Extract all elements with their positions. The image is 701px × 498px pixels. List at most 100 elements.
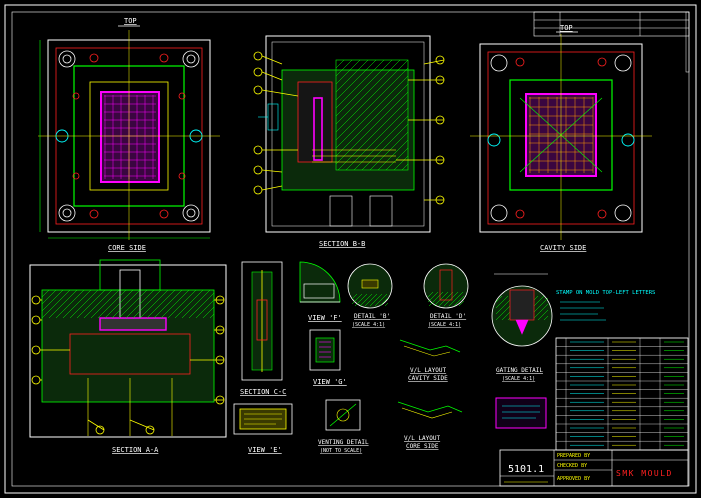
item-balloon <box>253 185 263 195</box>
hatch-line <box>83 289 113 319</box>
hatch-line <box>427 291 439 303</box>
hatch-line <box>353 115 409 171</box>
detail-d-label: DETAIL 'D' <box>430 313 466 320</box>
cavity-side-view: TOP CAVITY SIDE <box>470 24 652 252</box>
venting-detail: VENTING DETAIL (NOT TO SCALE) <box>318 399 369 454</box>
hatch-line <box>41 289 57 305</box>
leader-line <box>261 185 283 191</box>
hatch-line <box>351 293 363 305</box>
drawing-frame <box>4 4 697 494</box>
hatch-line <box>453 295 465 307</box>
view-e: VIEW 'E' <box>233 403 293 454</box>
vl-core-label: V/L LAYOUT <box>404 435 441 442</box>
revision-table <box>533 11 690 73</box>
title-block: PREPARED BY CHECKED BY APPROVED BY 5101.… <box>499 449 689 487</box>
stamp-box <box>495 397 547 429</box>
vl-layout-core: V/L LAYOUT CORE SIDE <box>397 401 463 450</box>
leader-line <box>261 71 283 81</box>
hatch-line <box>443 291 459 307</box>
core-side-view: TOP CORE SIDE <box>38 17 220 252</box>
hatch-line <box>374 293 388 307</box>
hatch-line <box>62 289 92 319</box>
hatch-line <box>369 131 409 171</box>
hatch-line <box>139 289 169 319</box>
hatch-line <box>174 289 204 319</box>
hatch-line <box>448 291 464 307</box>
drawing-number: 5101.1 <box>508 464 544 475</box>
hatch-line <box>202 306 215 319</box>
hatch-line <box>167 289 197 319</box>
hatch-line <box>188 292 215 319</box>
hatch-line <box>345 107 409 171</box>
section-cc-label: SECTION C-C <box>240 388 286 396</box>
hatch-line <box>384 302 389 307</box>
section-bb-view: SECTION B-B <box>253 35 445 248</box>
hatch-line <box>335 59 401 125</box>
hatch-line <box>351 293 358 300</box>
approved-by: APPROVED BY <box>557 476 590 482</box>
hatch-line <box>495 295 503 303</box>
detail-b-scale: (SCALE 4:1) <box>352 322 385 328</box>
view-e-label: VIEW 'E' <box>248 446 282 454</box>
vl-cavity-label: V/L LAYOUT <box>410 367 447 374</box>
gating-detail-label: GATING DETAIL <box>496 367 543 374</box>
hatch-line <box>160 289 190 319</box>
cavity-side-label: CAVITY SIDE <box>540 244 586 252</box>
hatch-line <box>335 83 409 157</box>
stamp-note: STAMP ON MOLD TOP-LEFT LETTERS <box>556 290 655 321</box>
view-f-label: VIEW 'F' <box>308 314 342 322</box>
item-balloon <box>253 51 263 61</box>
hatch-line <box>335 59 385 109</box>
hatch-line <box>531 303 549 321</box>
hatch-line <box>41 289 50 298</box>
hatch-line <box>401 163 409 171</box>
detail-d: DETAIL 'D' (SCALE 4:1) <box>423 263 469 328</box>
item-balloon <box>31 375 41 385</box>
hatch-line <box>146 289 176 319</box>
hatch-line <box>90 289 120 319</box>
leader-line <box>129 419 155 431</box>
hatch-line <box>41 289 71 319</box>
hatch-line <box>359 293 373 307</box>
gating-detail-scale: (SCALE 4:1) <box>502 376 535 382</box>
item-balloon <box>31 295 41 305</box>
hatch-line <box>364 293 378 307</box>
detail-b: DETAIL 'B' (SCALE 4:1) <box>347 263 393 328</box>
view-f: VIEW 'F' <box>299 261 342 322</box>
stamp-note-title: STAMP ON MOLD TOP-LEFT LETTERS <box>556 290 655 296</box>
leader-line <box>261 55 283 65</box>
item-balloon <box>253 85 263 95</box>
hatch-line <box>385 147 409 171</box>
hatch-line <box>337 99 409 171</box>
core-cavity-block <box>100 91 160 183</box>
hatch-line <box>118 289 148 319</box>
core-side-label: CORE SIDE <box>108 244 146 252</box>
vl-layout-cavity: V/L LAYOUT CAVITY SIDE <box>399 339 461 382</box>
hatch-line <box>438 291 454 307</box>
hatch-line <box>495 295 509 309</box>
hatch-line <box>111 289 141 319</box>
hatch-line <box>132 289 162 319</box>
drawing-inner-frame <box>11 11 690 487</box>
item-balloon <box>253 165 263 175</box>
hatch-line <box>69 289 99 319</box>
hatch-line <box>335 59 393 117</box>
hatch-line <box>104 289 134 319</box>
hatch-line <box>48 289 78 319</box>
hatch-line <box>335 59 377 101</box>
hatch-line <box>41 289 64 312</box>
vl-core-sub: CORE SIDE <box>406 443 439 450</box>
leader-line <box>423 59 445 65</box>
item-balloon <box>253 145 263 155</box>
hatch-line <box>335 75 409 149</box>
view-g-label: VIEW 'G' <box>313 378 347 386</box>
hatch-line <box>433 291 449 307</box>
hatch-line <box>458 300 465 307</box>
vl-cavity-sub: CAVITY SIDE <box>408 375 448 382</box>
hatch-line <box>379 297 389 307</box>
hatch-line <box>335 59 353 77</box>
hatch-line <box>354 293 368 307</box>
hatch-line <box>377 139 409 171</box>
section-aa-label: SECTION A-A <box>112 446 159 454</box>
hatch-line <box>335 59 409 133</box>
